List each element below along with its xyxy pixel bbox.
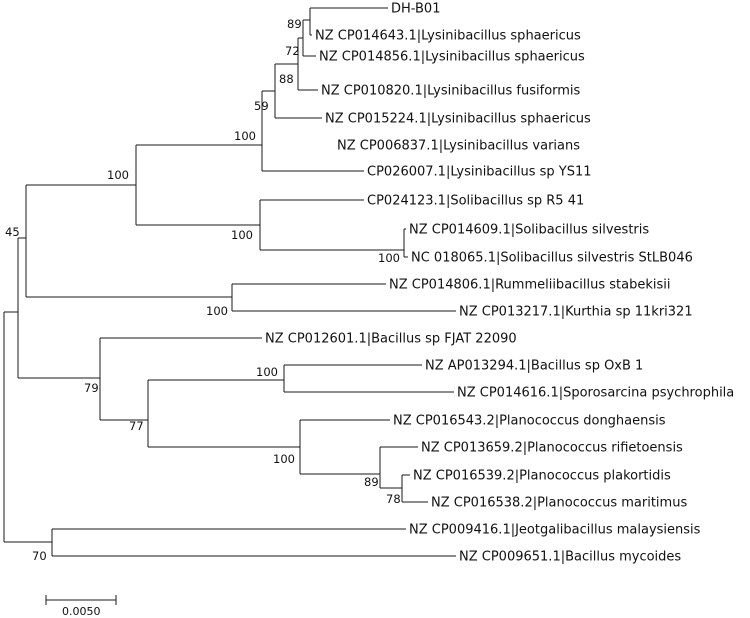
leaf-label: CP024123.1|Solibacillus sp R5 41	[367, 194, 584, 209]
leaf-label: NC 018065.1|Solibacillus silvestris StLB…	[411, 251, 693, 266]
leaf-label: NZ CP013217.1|Kurthia sp 11kri321	[459, 305, 693, 320]
leaf-label: NZ CP013659.2|Planococcus rifietoensis	[421, 441, 683, 456]
bootstrap-value: 100	[256, 365, 278, 379]
leaf-label: NZ CP009416.1|Jeotgalibacillus malaysien…	[409, 523, 701, 538]
leaf-label: NZ CP016538.2|Planococcus maritimus	[431, 496, 687, 511]
leaf-label: NZ CP016543.2|Planococcus donghaensis	[393, 414, 666, 429]
leaf-label: CP026007.1|Lysinibacillus sp YS11	[367, 165, 592, 180]
leaf-label: NZ CP014806.1|Rummeliibacillus stabekisi…	[389, 278, 671, 293]
bootstrap-value: 78	[386, 492, 401, 506]
leaf-label: NZ CP014609.1|Solibacillus silvestris	[409, 223, 649, 238]
leaf-label: NZ CP012601.1|Bacillus sp FJAT 22090	[265, 332, 517, 347]
leaf-label: NZ CP009651.1|Bacillus mycoides	[459, 550, 681, 565]
bootstrap-value: 100	[378, 251, 400, 265]
bootstrap-value: 77	[129, 419, 144, 433]
tree-branches	[3, 7, 456, 557]
bootstrap-value: 100	[273, 452, 295, 466]
leaf-label: NZ CP006837.1|Lysinibacillus varians	[337, 139, 580, 154]
scale-bar-label: 0.0050	[62, 605, 101, 618]
leaf-label: NZ AP013294.1|Bacillus sp OxB 1	[425, 359, 643, 374]
bootstrap-value: 100	[107, 168, 129, 182]
bootstrap-value: 89	[364, 475, 379, 489]
leaf-label: NZ CP014616.1|Sporosarcina psychrophila	[457, 386, 734, 401]
bootstrap-value: 100	[234, 129, 256, 143]
bootstrap-value: 45	[5, 225, 20, 239]
leaf-label: NZ CP016539.2|Planococcus plakortidis	[413, 469, 671, 484]
leaf-label: DH-B01	[391, 2, 440, 17]
scale-bar: 0.0050	[45, 595, 117, 618]
bootstrap-value: 59	[254, 99, 269, 113]
bootstrap-value: 100	[231, 228, 253, 242]
leaf-label: NZ CP014856.1|Lysinibacillus sphaericus	[319, 50, 585, 65]
bootstrap-value: 100	[206, 304, 228, 318]
bootstrap-values: 89 72 88 59 100 100 100 100 45 100 79 77…	[5, 17, 401, 563]
bootstrap-value: 88	[279, 72, 294, 86]
leaf-label: NZ CP015224.1|Lysinibacillus sphaericus	[325, 112, 591, 127]
leaf-label: NZ CP010820.1|Lysinibacillus fusiformis	[321, 84, 581, 99]
leaf-labels: DH-B01 NZ CP014643.1|Lysinibacillus spha…	[265, 2, 734, 565]
bootstrap-value: 72	[285, 44, 300, 58]
leaf-label: NZ CP014643.1|Lysinibacillus sphaericus	[315, 29, 581, 44]
bootstrap-value: 70	[32, 549, 47, 563]
bootstrap-value: 79	[84, 381, 99, 395]
bootstrap-value: 89	[287, 17, 302, 31]
